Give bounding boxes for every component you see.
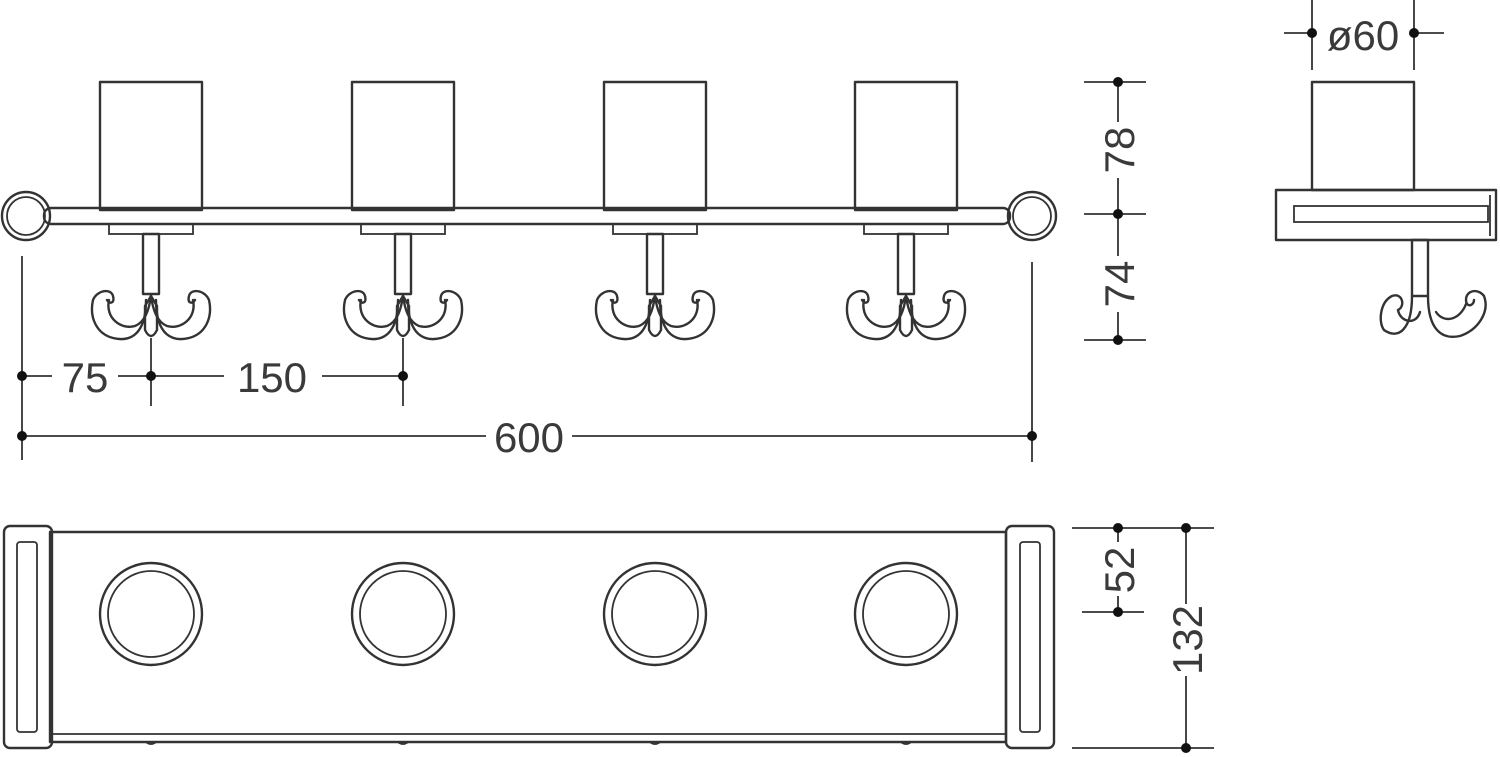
- dim-label-132: 132: [1164, 605, 1211, 675]
- dim-label-75: 75: [62, 354, 109, 401]
- dimension-75-150: 75 150: [17, 354, 408, 401]
- cup-3: [602, 80, 708, 212]
- end-cap-left: [0, 190, 52, 242]
- dim-label-150: 150: [237, 354, 307, 401]
- dim-label-600: 600: [494, 414, 564, 461]
- rail: [42, 206, 1012, 226]
- dim-label-78: 78: [1096, 127, 1143, 174]
- side-rail-slot: [1293, 205, 1489, 223]
- cup-2: [350, 80, 456, 212]
- top-cup-3: [602, 561, 708, 667]
- front-view: 75 150 600 78 74: [0, 77, 1146, 462]
- hook-1: [90, 223, 212, 341]
- top-cup-4: [853, 561, 959, 667]
- top-end-right: [1004, 524, 1056, 750]
- hook-2: [342, 223, 464, 341]
- top-view-plate: [48, 530, 1008, 744]
- hook-4: [845, 223, 967, 341]
- dimension-78-74: 78 74: [1084, 77, 1146, 345]
- top-cup-1: [98, 561, 204, 667]
- cup-4: [853, 80, 959, 212]
- dimension-52-132: 52 132: [1072, 523, 1214, 753]
- hook-3: [594, 223, 716, 341]
- dimension-600: 600: [17, 414, 1037, 461]
- side-rail: [1274, 188, 1498, 242]
- dim-label-74: 74: [1096, 261, 1143, 308]
- top-end-left: [2, 524, 54, 750]
- top-view: 52 132: [2, 523, 1214, 753]
- dim-label-diameter: ø60: [1327, 12, 1399, 59]
- side-hook: [1379, 238, 1487, 338]
- top-cup-2: [350, 561, 456, 667]
- cup-1: [98, 80, 204, 212]
- dim-label-52: 52: [1096, 547, 1143, 594]
- dimension-diameter: ø60: [1284, 0, 1444, 70]
- side-view: ø60: [1274, 0, 1498, 338]
- side-cup: [1310, 80, 1416, 192]
- end-cap-right: [1006, 190, 1058, 242]
